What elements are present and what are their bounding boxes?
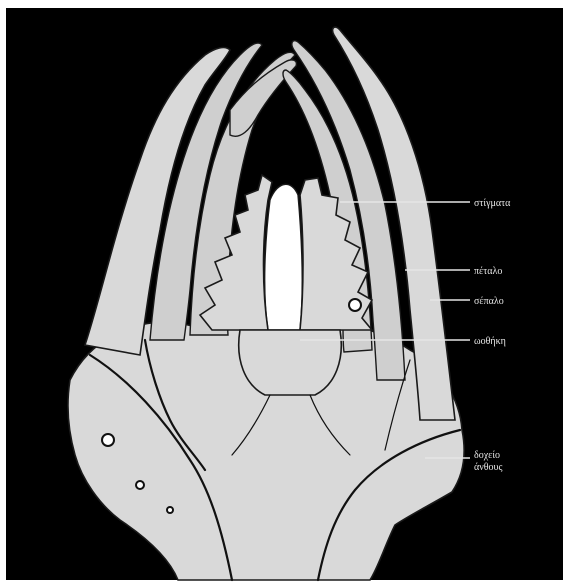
gland-1 xyxy=(102,434,114,446)
label-ovary: ωοθήκη xyxy=(474,336,506,347)
label-stigma: στίγματα xyxy=(474,198,511,209)
ovule-dot xyxy=(349,299,361,311)
gland-2 xyxy=(136,481,144,489)
gland-3 xyxy=(167,507,173,513)
label-petal: πέταλο xyxy=(474,266,502,277)
central-cavity xyxy=(265,184,303,330)
label-line: δοχείο xyxy=(474,450,500,461)
label-sepal: σέπαλο xyxy=(474,296,504,307)
label-line: άνθους xyxy=(474,462,503,473)
